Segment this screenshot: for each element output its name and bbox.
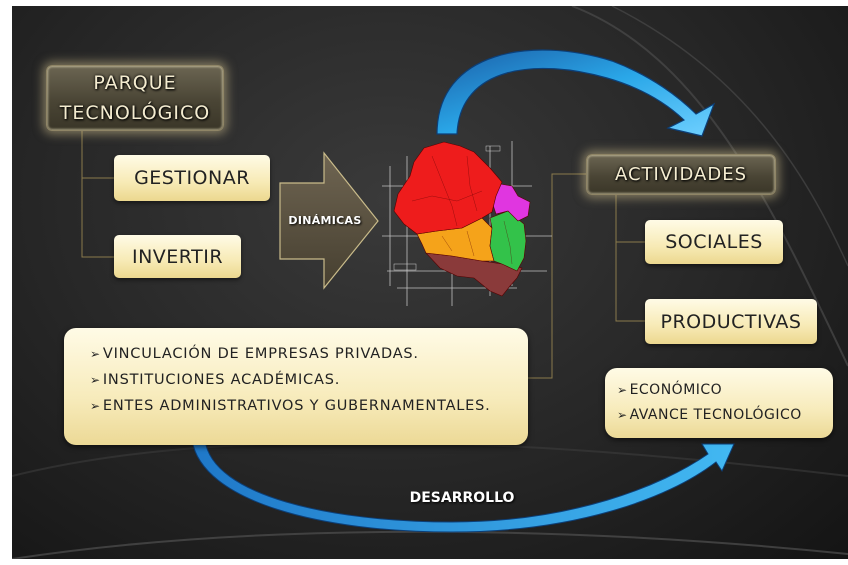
vinculacion-item-text: VINCULACIÓN DE EMPRESAS PRIVADAS. <box>102 346 419 362</box>
parque-tecnologico-box: PARQUE TECNOLÓGICO <box>46 65 224 131</box>
invertir-label: INVERTIR <box>131 245 224 268</box>
gestionar-label: GESTIONAR <box>134 167 250 189</box>
vinculacion-item: ➢VINCULACIÓN DE EMPRESAS PRIVADAS. <box>90 346 528 362</box>
top-curved-arrow <box>436 49 716 137</box>
slide-canvas: PARQUE TECNOLÓGICO GESTIONAR INVERTIR DI… <box>12 6 848 559</box>
background-swirl <box>571 6 848 367</box>
vinculacion-item-text: ENTES ADMINISTRATIVOS Y GUBERNAMENTALES. <box>102 398 491 414</box>
dinamicas-label: DINÁMICAS <box>288 214 362 227</box>
arrow-bullet-icon: ➢ <box>90 399 101 413</box>
map-regions <box>393 141 531 297</box>
map-tiny-labels <box>393 145 501 271</box>
arrow-bullet-icon: ➢ <box>617 383 628 397</box>
arrow-bullet-icon: ➢ <box>617 408 628 422</box>
productivas-box: PRODUCTIVAS <box>645 299 817 344</box>
map-region-magenta <box>491 183 531 222</box>
map-region-red <box>393 141 503 235</box>
arrow-bullet-icon: ➢ <box>90 373 101 387</box>
map-internal-borders <box>411 155 513 265</box>
parque-line-2: TECNOLÓGICO <box>59 102 211 124</box>
resultado-item-text: ECONÓMICO <box>629 382 723 398</box>
resultado-item-text: AVANCE TECNOLÓGICO <box>629 407 802 423</box>
arrow-bullet-icon: ➢ <box>90 347 101 361</box>
bottom-curved-arrow <box>191 439 735 533</box>
resultado-panel: ➢ECONÓMICO ➢AVANCE TECNOLÓGICO <box>605 368 833 438</box>
actividades-label: ACTIVIDADES <box>614 164 747 185</box>
vinculacion-item: ➢ENTES ADMINISTRATIVOS Y GUBERNAMENTALES… <box>90 398 528 414</box>
dinamicas-arrow-shape <box>279 151 379 290</box>
productivas-label: PRODUCTIVAS <box>660 310 802 333</box>
sociales-box: SOCIALES <box>645 220 783 264</box>
resultado-item: ➢ECONÓMICO <box>617 382 833 398</box>
vinculacion-panel: ➢VINCULACIÓN DE EMPRESAS PRIVADAS. ➢INST… <box>64 328 528 445</box>
vinculacion-item-text: INSTITUCIONES ACADÉMICAS. <box>102 372 341 388</box>
connector-lines <box>81 131 645 379</box>
diagram-graphics <box>12 6 848 559</box>
actividades-box: ACTIVIDADES <box>586 154 776 195</box>
parque-line-1: PARQUE <box>93 72 177 94</box>
sociales-label: SOCIALES <box>665 231 763 253</box>
background-swirl <box>611 6 848 267</box>
invertir-box: INVERTIR <box>114 235 241 278</box>
resultado-item: ➢AVANCE TECNOLÓGICO <box>617 407 833 423</box>
gestionar-box: GESTIONAR <box>114 155 270 201</box>
desarrollo-label: DESARROLLO <box>409 490 515 506</box>
vinculacion-item: ➢INSTITUCIONES ACADÉMICAS. <box>90 372 528 388</box>
background-swirl <box>12 530 848 559</box>
